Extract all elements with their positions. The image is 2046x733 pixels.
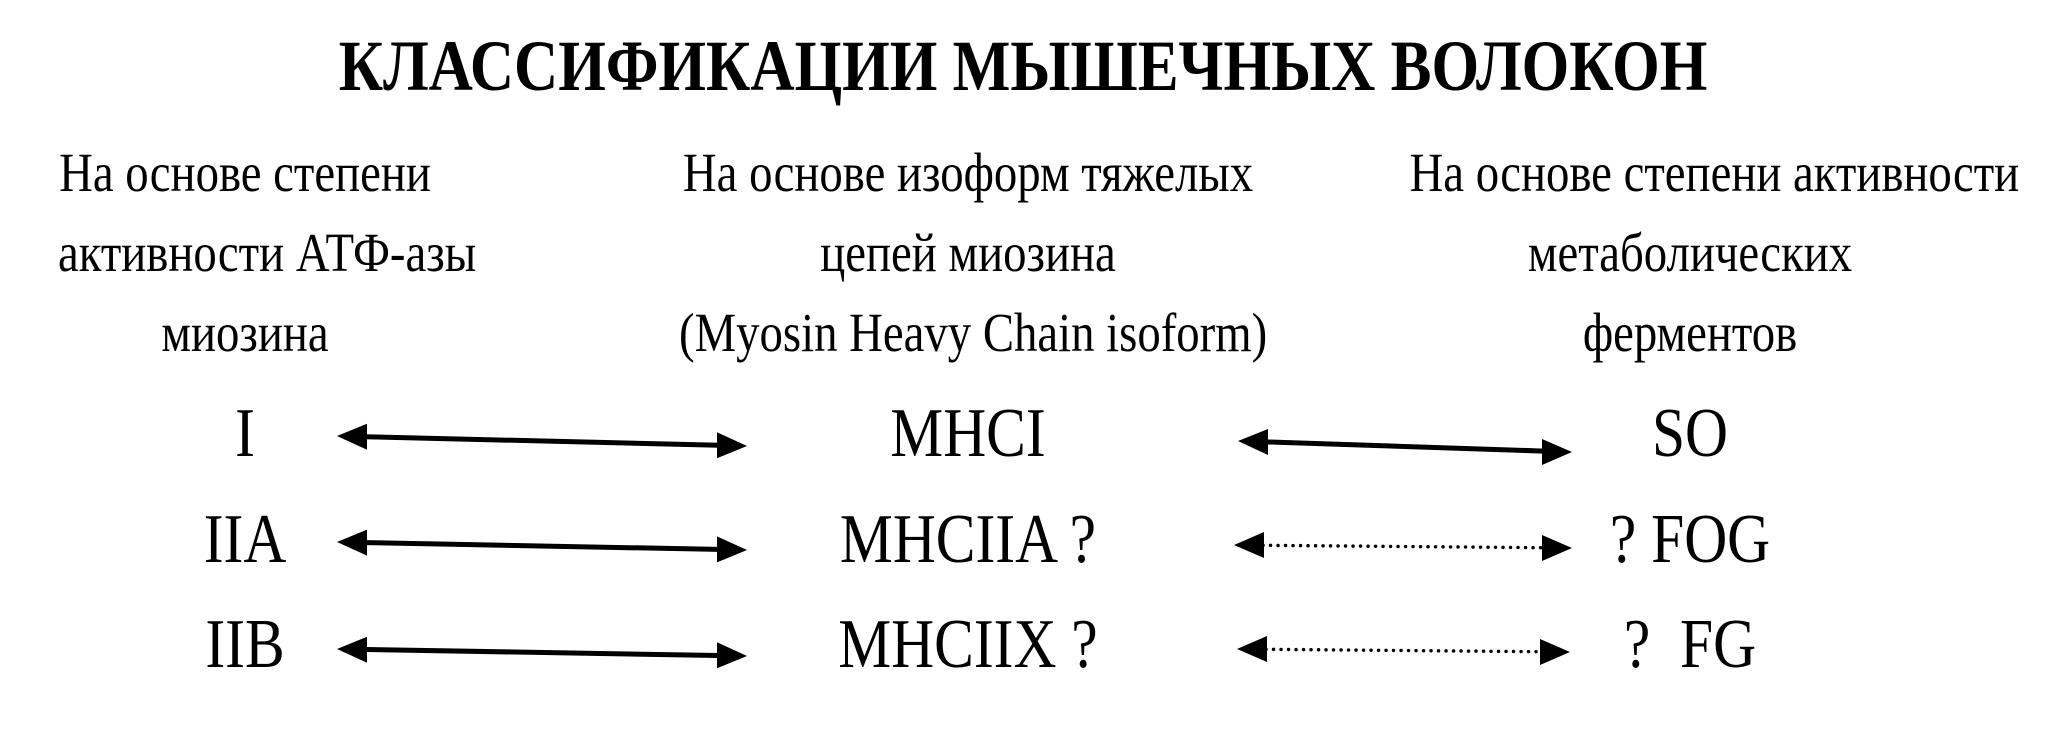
metabolic-type-fog-label: ? FOG — [1609, 501, 1771, 578]
mhc-type-mhci-label: MHCI — [890, 395, 1046, 472]
fiber-type-IIB-label: IIB — [205, 606, 285, 683]
header-line: цепей миозина — [820, 222, 1116, 283]
metabolic-type-so-label: SO — [1651, 395, 1729, 472]
fiber-type-I-label: I — [235, 395, 255, 472]
column-header-metabolic: На основе степени активности метаболичес… — [1409, 133, 2020, 373]
header-line: ферментов — [1582, 302, 1798, 363]
header-line: На основе изоформ тяжелых — [682, 142, 1254, 203]
header-line: активности АТФ-азы — [58, 222, 477, 283]
diagram-title: КЛАССИФИКАЦИИ МЫШЕЧНЫХ ВОЛОКОН — [338, 26, 1708, 106]
column-header-atpase: На основе степени активности АТФ-азы мио… — [58, 133, 477, 373]
header-line: метаболических — [1527, 222, 1853, 283]
column-header-mhc: На основе изоформ тяжелых цепей миозина … — [679, 133, 1268, 373]
metabolic-type-fg-label: ? FG — [1623, 606, 1757, 683]
mhc-type-mhciix-label: MHCIIX ? — [838, 606, 1098, 683]
mhc-type-mhciia-label: MHCIIA ? — [839, 501, 1097, 578]
header-line: (Myosin Heavy Chain isoform) — [679, 302, 1268, 363]
fiber-type-IIA-label: IIA — [203, 501, 287, 578]
header-line: На основе степени — [59, 142, 431, 203]
header-line: На основе степени активности — [1409, 142, 2020, 203]
header-line: миозина — [161, 302, 329, 363]
